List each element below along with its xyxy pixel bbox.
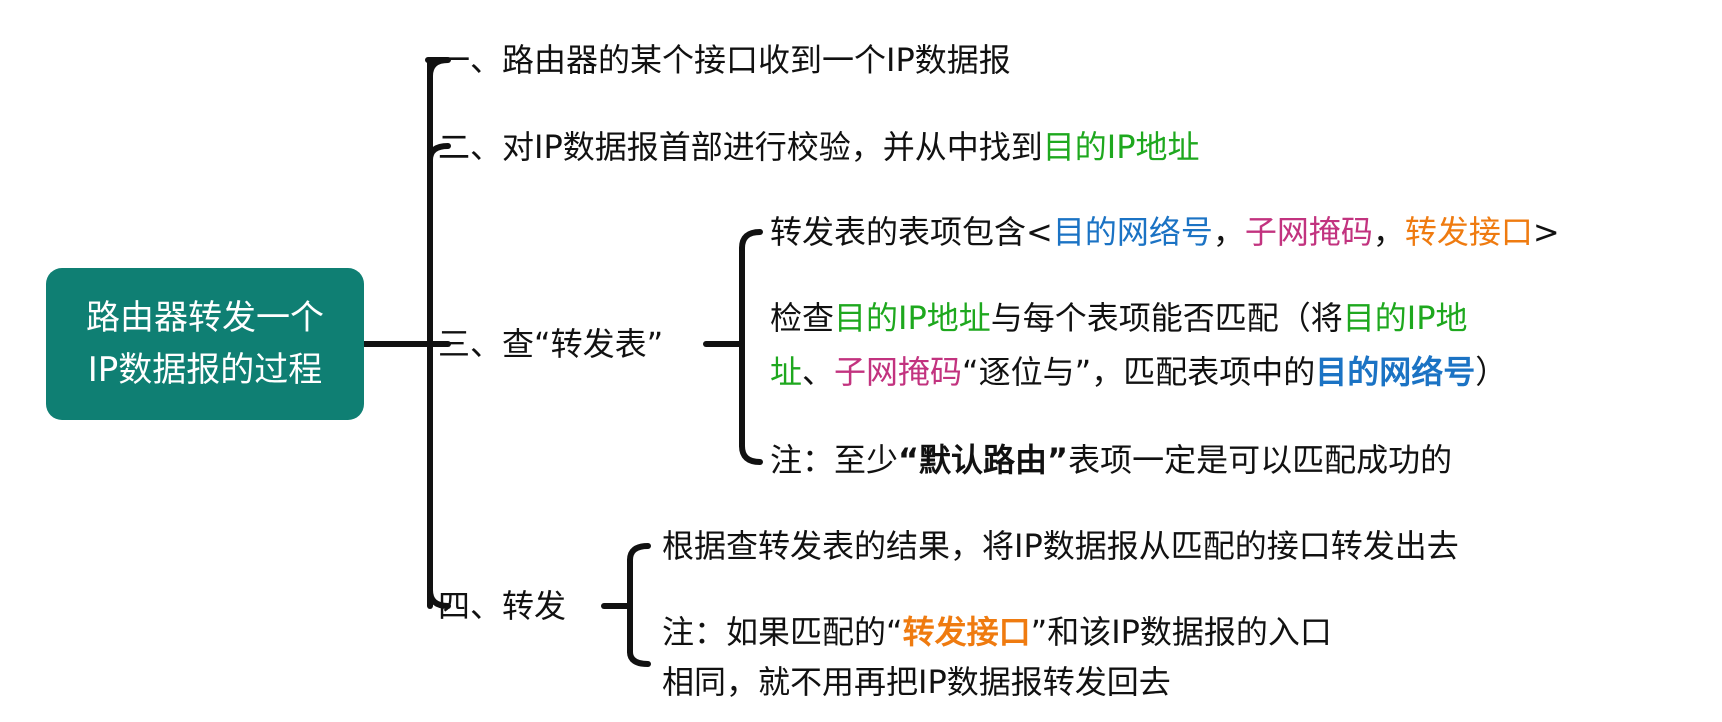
step3-item2-dest-ip-part2: 址 <box>770 353 803 391</box>
root-node: 路由器转发一个 IP数据报的过程 <box>46 268 364 420</box>
step3-item1-dest-network: 目的网络号 <box>1052 213 1213 251</box>
connector-step1 <box>425 57 451 79</box>
step3-item2-line2: 址、子网掩码“逐位与”，匹配表项中的目的网络号） <box>770 352 1507 392</box>
step3-item1-prefix: 转发表的表项包含< <box>770 213 1053 251</box>
step3-item2-dest-ip-part1: 目的IP地 <box>1342 299 1468 337</box>
step2-highlight-dest-ip: 目的IP地址 <box>1042 128 1200 166</box>
step3-item2-bitwise: “逐位与”，匹配表项中的 <box>962 353 1316 391</box>
step4-item2-prefix: 注：如果匹配的“ <box>662 613 903 651</box>
step3-item1-forward-interface: 转发接口 <box>1404 213 1533 251</box>
step3-item3-default-route: “默认路由” <box>898 441 1069 479</box>
step3-item3: 注：至少“默认路由”表项一定是可以匹配成功的 <box>770 440 1452 480</box>
step4-item2-forward-interface: 转发接口 <box>902 613 1031 651</box>
step3-item2-sep: 、 <box>802 353 835 391</box>
step3-item2-line1: 检查目的IP地址与每个表项能否匹配（将目的IP地 <box>770 298 1468 338</box>
connector-step4 <box>427 587 451 609</box>
connector-step4-item1 <box>627 543 651 563</box>
step3-item1-suffix: > <box>1532 213 1560 251</box>
step4-label: 四、转发 <box>438 587 567 625</box>
step3-item2-dest-network: 目的网络号 <box>1315 353 1476 391</box>
step3-item2-middle: 与每个表项能否匹配（将 <box>990 299 1343 337</box>
step4-item2-suffix: ”和该IP数据报的入口 <box>1030 613 1332 651</box>
step3-item2-close: ） <box>1475 353 1508 391</box>
step3-label: 三、查“转发表” <box>438 325 664 363</box>
step3-item3-suffix: 表项一定是可以匹配成功的 <box>1068 441 1453 479</box>
step3-item1: 转发表的表项包含<目的网络号，子网掩码，转发接口> <box>770 212 1560 252</box>
step3-item1-sep2: ， <box>1372 213 1405 251</box>
step3-item3-prefix: 注：至少 <box>770 441 899 479</box>
connector-step3-item3 <box>739 443 763 465</box>
step1-label: 一、路由器的某个接口收到一个IP数据报 <box>438 41 1011 79</box>
step3-item1-sep1: ， <box>1212 213 1245 251</box>
root-title-line2: IP数据报的过程 <box>87 350 323 390</box>
connector-step4-item2 <box>627 649 651 667</box>
step4-item1: 根据查转发表的结果，将IP数据报从匹配的接口转发出去 <box>662 527 1459 565</box>
root-title-line1: 路由器转发一个 <box>86 298 324 338</box>
step4-item2-line1: 注：如果匹配的“转发接口”和该IP数据报的入口 <box>662 612 1332 652</box>
connector-step2 <box>427 143 451 163</box>
step3-item2-dest-ip: 目的IP地址 <box>834 299 991 337</box>
step2-text: 二、对IP数据报首部进行校验，并从中找到 <box>438 128 1043 166</box>
step3-item2-prefix: 检查 <box>770 299 835 337</box>
step4-item2-line2: 相同，就不用再把IP数据报转发回去 <box>662 663 1171 701</box>
step3-item1-subnet-mask: 子网掩码 <box>1244 213 1373 251</box>
connector-step3-item1 <box>739 229 763 251</box>
step3-item2-subnet-mask: 子网掩码 <box>834 353 963 391</box>
step2-label: 二、对IP数据报首部进行校验，并从中找到目的IP地址 <box>438 127 1200 167</box>
